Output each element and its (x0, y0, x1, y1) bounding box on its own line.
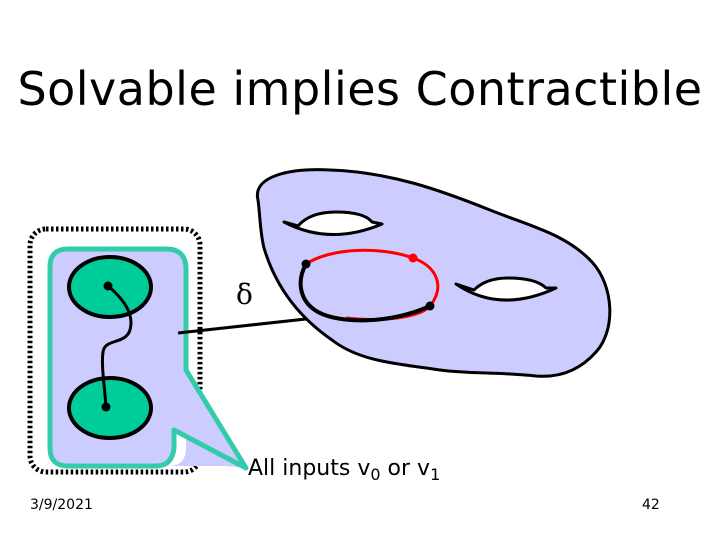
caption-sub1: 1 (430, 465, 441, 484)
caption-mid: or (380, 456, 418, 481)
input-point-top (103, 281, 113, 291)
hole-right (454, 276, 558, 302)
caption-prefix: All inputs (248, 456, 358, 481)
caption-sub0: 0 (370, 465, 381, 484)
footer-date: 3/9/2021 (30, 497, 93, 513)
footer-page-number: 42 (642, 497, 660, 513)
caption-var0: v (357, 456, 371, 481)
callout-caption: All inputs v0 or v1 (248, 456, 440, 484)
hole-left (282, 210, 384, 236)
image-point-end (425, 301, 435, 311)
dotted-frame (27, 226, 203, 475)
map-line (177, 316, 316, 335)
image-point-start (301, 259, 311, 269)
image-path-black (298, 263, 431, 323)
image-point-red (408, 253, 418, 263)
delta-map-label: δ (236, 278, 253, 311)
caption-var1: v (417, 456, 431, 481)
slide-title: Solvable implies Contractible (17, 62, 703, 116)
input-point-bottom (101, 402, 111, 412)
input-path (100, 284, 133, 408)
